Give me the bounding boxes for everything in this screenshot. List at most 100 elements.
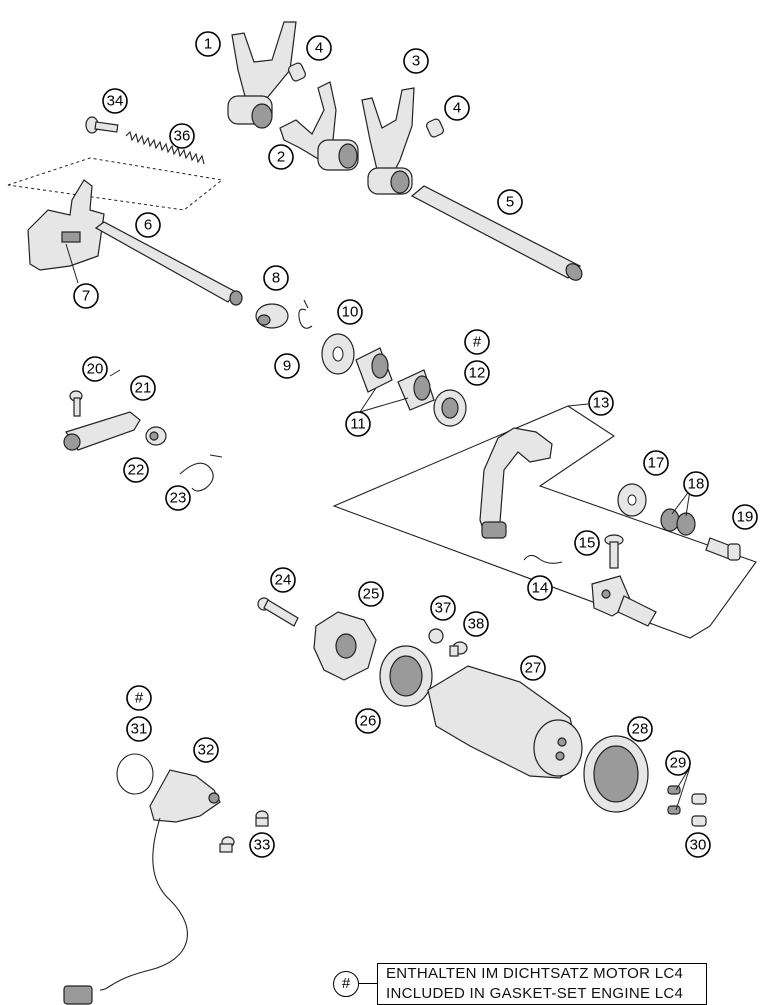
screw-24 <box>257 597 299 627</box>
part-8 <box>255 303 289 329</box>
callout-9: 9 <box>274 353 300 379</box>
svg-text:37: 37 <box>435 600 452 617</box>
assembly-outline-13 <box>332 405 757 639</box>
callout-6: 6 <box>135 212 161 238</box>
svg-text:33: 33 <box>254 837 271 854</box>
shift-lever-13 <box>479 427 553 540</box>
callout-7: 7 <box>73 283 99 309</box>
legend-leader-line <box>359 983 377 984</box>
svg-text:15: 15 <box>579 535 596 552</box>
svg-text:1: 1 <box>204 36 212 53</box>
shift-shaft-6 <box>27 179 243 306</box>
pin-4-right <box>425 118 445 138</box>
callout-2: 2 <box>268 144 294 170</box>
callout-36: 36 <box>169 123 195 149</box>
seal-12 <box>433 389 467 427</box>
callout-labels: 1 2 3 4 4 5 6 7 8 9 10 11 # 12 13 14 15 … <box>73 31 758 858</box>
svg-text:4: 4 <box>453 100 461 117</box>
callout-4-left: 4 <box>306 35 332 61</box>
svg-text:20: 20 <box>87 361 104 378</box>
legend: # ENTHALTEN IM DICHTSATZ MOTOR LC4 INCLU… <box>333 963 775 1005</box>
callout-14: 14 <box>527 575 553 601</box>
shift-rail-5 <box>410 185 583 281</box>
bolt-20 <box>69 390 83 417</box>
bearing-26 <box>379 645 433 707</box>
svg-text:2: 2 <box>277 149 285 166</box>
callout-22: 22 <box>123 457 149 483</box>
callout-30: 30 <box>685 832 711 858</box>
svg-text:#: # <box>473 334 482 351</box>
callout-29: 29 <box>665 750 691 776</box>
cap-30 <box>691 793 707 827</box>
legend-box: ENTHALTEN IM DICHTSATZ MOTOR LC4 INCLUDE… <box>377 963 707 1005</box>
callout-18: 18 <box>683 471 709 497</box>
shift-fork-2 <box>279 81 359 171</box>
callout-8: 8 <box>263 265 289 291</box>
screw-34 <box>85 116 119 134</box>
callout-1: 1 <box>195 31 221 57</box>
svg-text:19: 19 <box>737 509 754 526</box>
callout-15: 15 <box>574 530 600 556</box>
callout-20: 20 <box>82 356 108 382</box>
washer-10 <box>321 333 355 375</box>
svg-text:26: 26 <box>360 713 377 730</box>
needle-bearing-11 <box>355 347 435 411</box>
spring-29 <box>667 785 681 815</box>
callout-34: 34 <box>102 88 128 114</box>
washer-17 <box>617 483 647 517</box>
callout-17: 17 <box>643 450 669 476</box>
svg-text:12: 12 <box>469 365 486 382</box>
callout-32: 32 <box>193 737 219 763</box>
shift-fork-3 <box>361 87 415 195</box>
callout-37: 37 <box>430 595 456 621</box>
callout-27: 27 <box>520 655 546 681</box>
callout-38: 38 <box>463 611 489 637</box>
svg-text:24: 24 <box>275 572 292 589</box>
svg-text:21: 21 <box>135 380 152 397</box>
callout-13: 13 <box>588 390 614 416</box>
callout-hash-top: # <box>464 329 490 355</box>
svg-text:17: 17 <box>648 455 665 472</box>
spring-36 <box>125 130 205 165</box>
callout-hash-bottom: # <box>126 685 152 711</box>
callout-28: 28 <box>627 716 653 742</box>
legend-line-german: ENTHALTEN IM DICHTSATZ MOTOR LC4 <box>386 965 684 982</box>
lever-21 <box>63 411 141 451</box>
lock-washer-18 <box>660 508 696 536</box>
callout-4-right: 4 <box>444 95 470 121</box>
svg-text:8: 8 <box>272 270 280 287</box>
circlip-9 <box>298 299 313 329</box>
svg-text:36: 36 <box>174 128 191 145</box>
spring-14 <box>523 554 563 564</box>
callout-19: 19 <box>732 504 758 530</box>
svg-text:3: 3 <box>412 53 420 70</box>
svg-text:7: 7 <box>82 288 90 305</box>
svg-text:27: 27 <box>525 660 542 677</box>
svg-text:22: 22 <box>128 462 145 479</box>
callout-33: 33 <box>249 832 275 858</box>
svg-text:38: 38 <box>468 616 485 633</box>
callout-26: 26 <box>355 708 381 734</box>
pin-15 <box>604 534 624 569</box>
callout-24: 24 <box>270 567 296 593</box>
svg-text:31: 31 <box>131 721 148 738</box>
gear-sensor-32 <box>63 769 221 1005</box>
callout-23: 23 <box>165 485 191 511</box>
svg-text:28: 28 <box>632 721 649 738</box>
legend-symbol: # <box>333 971 359 997</box>
svg-text:5: 5 <box>506 194 514 211</box>
screw-33 <box>219 810 269 853</box>
svg-text:14: 14 <box>532 580 549 597</box>
svg-text:23: 23 <box>170 490 187 507</box>
svg-text:11: 11 <box>350 416 366 433</box>
callout-3: 3 <box>403 48 429 74</box>
spring-23 <box>179 454 223 492</box>
svg-text:25: 25 <box>363 586 380 603</box>
shift-fork-1 <box>227 21 297 129</box>
svg-text:4: 4 <box>315 40 323 57</box>
bearing-28 <box>583 735 649 813</box>
callout-10: 10 <box>337 299 363 325</box>
bolt-19 <box>705 537 741 561</box>
